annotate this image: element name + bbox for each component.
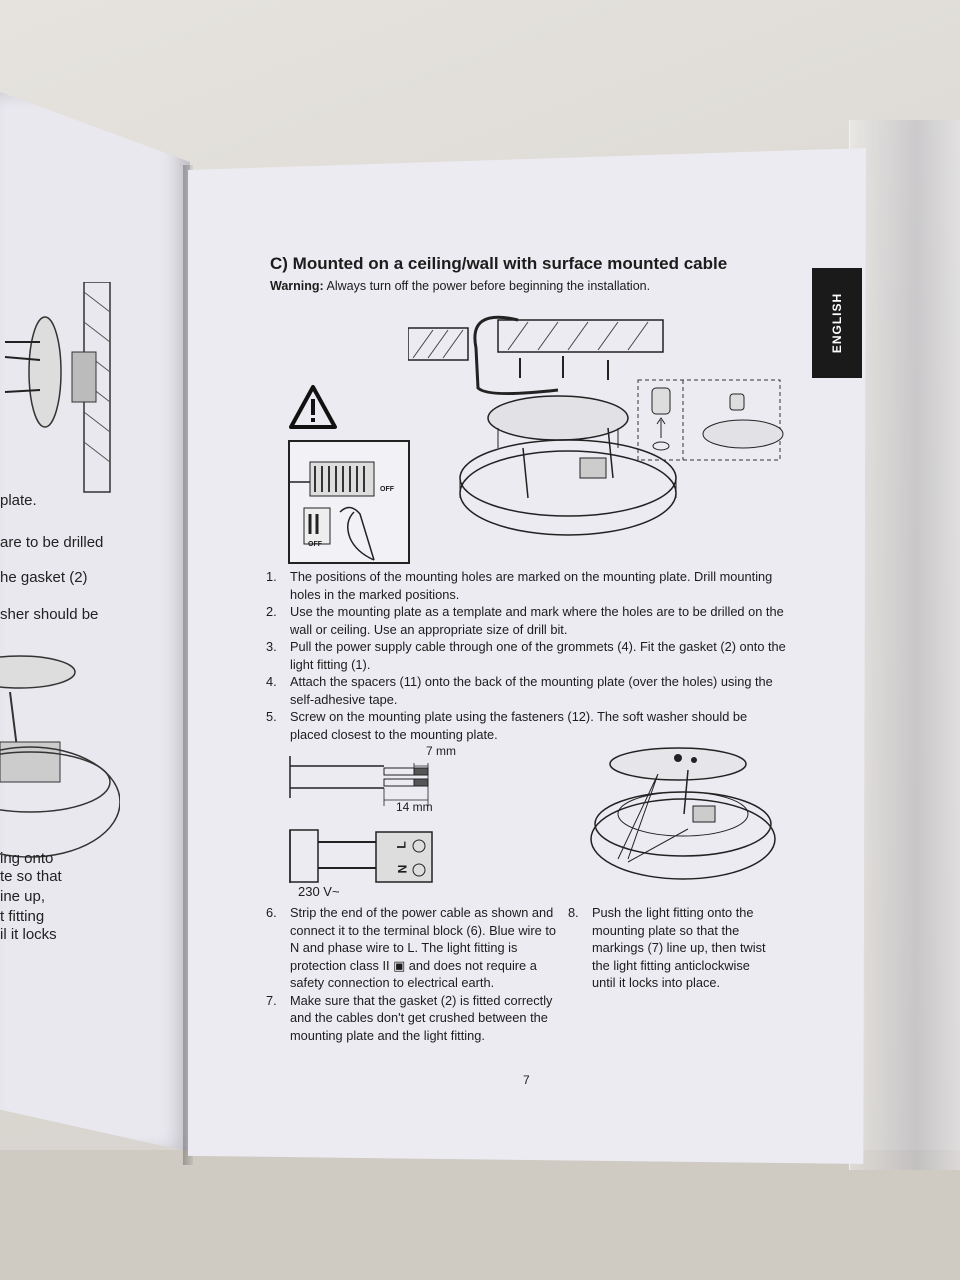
dimension-7mm: 7 mm	[426, 744, 456, 758]
left-fragment: sher should be	[0, 606, 99, 623]
table-surface	[0, 1150, 960, 1280]
left-fragment: ine up,	[0, 888, 46, 905]
page-number: 7	[523, 1073, 530, 1087]
step-number: 8.	[568, 905, 579, 920]
warning-text: Always turn off the power before beginni…	[326, 279, 651, 293]
step-text: Pull the power supply cable through one …	[290, 639, 786, 672]
switch-off-label: OFF	[308, 541, 322, 548]
steps-list-right-column: 8. Push the light fitting onto the mounti…	[568, 904, 768, 992]
step-number: 5.	[266, 709, 277, 724]
steps-list-left-column: 6. Strip the end of the power cable as sh…	[266, 904, 556, 1044]
warning-line: Warning: Always turn off the power befor…	[270, 279, 650, 293]
section-title: C) Mounted on a ceiling/wall with surfac…	[270, 254, 728, 273]
switch-off-label: OFF	[380, 486, 394, 493]
step-number: 2.	[266, 604, 277, 619]
list-item: 6. Strip the end of the power cable as sh…	[266, 904, 556, 992]
terminal-N-label: N	[395, 864, 410, 874]
left-fragment: il it locks	[0, 926, 57, 943]
list-item: 1. The positions of the mounting holes ar…	[266, 568, 786, 603]
terminal-L-label: L	[394, 841, 409, 849]
left-fragment: he gasket (2)	[0, 569, 88, 586]
list-item: 2. Use the mounting plate as a template a…	[266, 603, 786, 638]
power-off-illustration: OFF OFF	[288, 440, 410, 564]
list-item: 8. Push the light fitting onto the mounti…	[568, 904, 768, 992]
list-item: 7. Make sure that the gasket (2) is fitte…	[266, 992, 556, 1045]
cable-strip-diagram	[289, 756, 433, 883]
step-text: Strip the end of the power cable as show…	[290, 905, 557, 990]
left-fragment: ing onto	[0, 850, 54, 867]
step-text: Attach the spacers (11) onto the back of…	[290, 674, 773, 707]
dimension-14mm: 14 mm	[396, 800, 433, 814]
plastic-bag	[849, 120, 960, 1170]
left-fragment: are to be drilled	[0, 534, 104, 551]
steps-list: 1. The positions of the mounting holes ar…	[266, 568, 786, 743]
ceiling-mount-illustration	[408, 315, 784, 536]
step-number: 4.	[266, 674, 277, 689]
list-item: 5. Screw on the mounting plate using the …	[266, 708, 786, 743]
left-page-illustration-top	[4, 282, 111, 493]
step-text: The positions of the mounting holes are …	[290, 569, 773, 602]
left-fragment: te so that	[0, 868, 62, 885]
language-tab: ENGLISH	[812, 268, 862, 378]
step-number: 7.	[266, 992, 277, 1008]
list-item: 4. Attach the spacers (11) onto the back …	[266, 673, 786, 708]
warning-triangle-icon	[289, 385, 337, 429]
list-item: 3. Pull the power supply cable through on…	[266, 638, 786, 673]
left-page: plate. are to be drilled he gasket (2) s…	[0, 92, 190, 1152]
warning-label: Warning:	[270, 279, 324, 293]
step-number: 3.	[266, 639, 277, 654]
step-text: Screw on the mounting plate using the fa…	[290, 709, 748, 742]
step-number: 1.	[266, 569, 277, 584]
fuse-box-icon	[290, 461, 375, 561]
step-text: Make sure that the gasket (2) is fitted …	[290, 992, 553, 1043]
manual-page: ENGLISH C) Mounted on a ceiling/wall wit…	[188, 148, 866, 1164]
light-fitting-diagram	[590, 747, 776, 880]
step-text: Use the mounting plate as a template and…	[290, 604, 784, 637]
left-page-illustration-bottom	[0, 655, 120, 858]
voltage-label: 230 V~	[298, 884, 340, 899]
step-number: 6.	[266, 905, 277, 920]
left-fragment: plate.	[0, 492, 37, 509]
step-text: Push the light fitting onto the mounting…	[592, 905, 766, 990]
left-fragment: t fitting	[0, 908, 45, 925]
